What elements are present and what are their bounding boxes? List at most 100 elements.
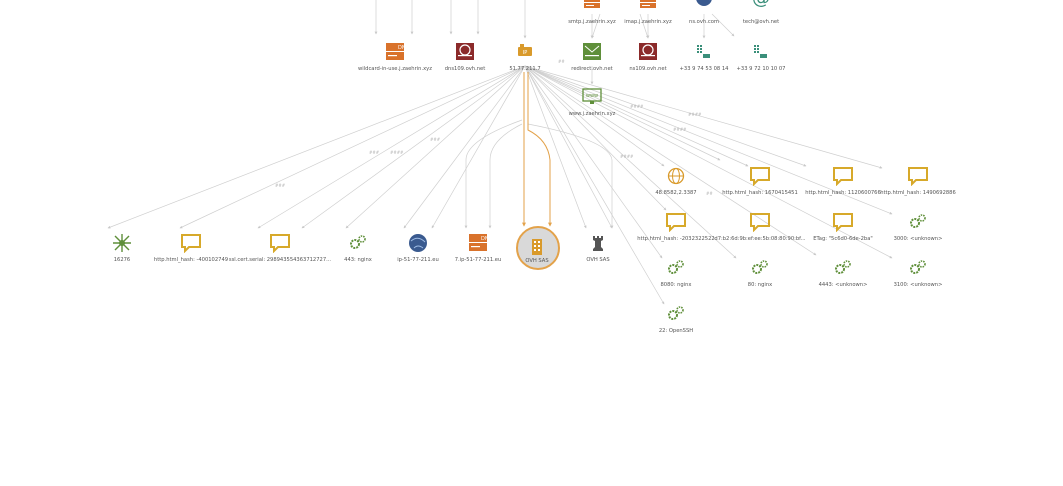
node-label: OVH SAS: [525, 258, 549, 264]
svg-text:www: www: [586, 93, 598, 99]
node-label: 4443: <unknown>: [818, 282, 868, 288]
svg-text:###: ###: [430, 137, 441, 142]
graph-edge: [257, 65, 526, 229]
globe-icon: [409, 234, 427, 252]
node-label: imap.j.zaehrin.xyz: [624, 19, 672, 25]
service-gears-icon: [752, 260, 768, 274]
chess-rook-icon: [593, 236, 603, 251]
comment-icon: [750, 213, 770, 232]
phone-icon: [697, 45, 710, 58]
node-label: 51.77.211.7: [509, 66, 541, 72]
graph-edge: [711, 13, 735, 37]
dns-server-icon: DNS: [386, 43, 405, 60]
highlight-edge: [527, 72, 552, 227]
ip-address-icon: IP: [518, 44, 532, 56]
graph-edge: [524, 65, 721, 161]
node-label: www.j.zaehrin.xyz: [568, 111, 616, 117]
svg-text:DNS: DNS: [481, 236, 488, 242]
graph-edge: [524, 65, 893, 259]
graph-edge: [524, 65, 663, 259]
svg-text:####: ####: [673, 127, 687, 132]
graph-edge: [591, 13, 601, 39]
node-label: smtp.j.zaehrin.xyz: [568, 19, 616, 25]
svg-text:##: ##: [558, 59, 565, 64]
service-gears-icon: [910, 214, 926, 228]
svg-text:####: ####: [630, 104, 644, 109]
service-gears-icon: [668, 306, 684, 320]
graph-edge: [488, 123, 523, 229]
node-label: http.html_hash: -2032322522: [637, 236, 715, 242]
comment-icon: [908, 167, 928, 186]
node-label: 3100: <unknown>: [893, 282, 943, 288]
dns-server-icon: DNS: [469, 234, 488, 251]
node-label: ip-51-77-211.eu: [397, 257, 439, 263]
node-label: 7.ip-51-77-211.eu: [454, 257, 502, 263]
comment-icon: [270, 234, 290, 253]
node-label: ssl.cert.serial: 298943554363712727...: [228, 257, 332, 263]
mx-server-icon: [456, 43, 474, 60]
graph-edge: [527, 123, 614, 229]
graph-edge: [524, 65, 893, 215]
comment-icon: [833, 167, 853, 186]
graph-edge: [524, 65, 883, 169]
location-globe-icon: [667, 167, 685, 185]
node-label: OVH SAS: [586, 257, 610, 263]
service-gears-icon: [835, 260, 851, 274]
node-label: http.html_hash: -400102749: [153, 257, 229, 263]
email-icon: @: [752, 0, 770, 9]
node-label: 3000: <unknown>: [893, 236, 943, 242]
node-label: 8080: nginx: [660, 282, 692, 288]
graph-edge: [464, 119, 523, 229]
node-label: http.html_hash: 1670415451: [722, 190, 798, 196]
node-label: ns.ovh.com: [689, 19, 719, 25]
comment-icon: [666, 213, 686, 232]
comment-icon: [181, 234, 201, 253]
graph-edge: [524, 65, 587, 229]
graph-edge: [524, 65, 807, 167]
node-label: http.html_hash: 1120600766: [805, 190, 881, 196]
website-icon: www: [582, 88, 602, 104]
graph-edge: [524, 65, 665, 167]
node-label: 443: nginx: [344, 257, 372, 263]
graph-edge: [107, 65, 526, 229]
node-label: 16276: [113, 257, 131, 263]
node-label: 80: nginx: [747, 282, 773, 288]
graph-edge: [524, 65, 749, 167]
service-gears-icon: [350, 235, 366, 249]
svg-text:####: ####: [390, 150, 404, 155]
mx-server-icon: [639, 43, 657, 60]
globe-icon: [696, 0, 712, 6]
svg-text:IP: IP: [523, 50, 528, 56]
graph-edge: [301, 65, 526, 229]
phone-icon: [754, 45, 767, 58]
organization-building-icon: [532, 239, 542, 255]
svg-text:####: ####: [688, 112, 702, 117]
node-label: http.html_hash: 1490692886: [880, 190, 956, 196]
svg-text:####: ####: [620, 154, 634, 159]
graph-edge: [345, 65, 526, 229]
network-hub-icon: [113, 234, 131, 252]
graph-edge: [524, 65, 667, 211]
svg-text:DNS: DNS: [398, 45, 405, 51]
dns-server-icon: [640, 0, 656, 8]
node-label: +33 9 72 10 10 07: [736, 66, 786, 72]
service-gears-icon: [668, 260, 684, 274]
node-label: 22: OpenSSH: [658, 328, 694, 334]
comment-icon: [833, 213, 853, 232]
comment-icon: [750, 167, 770, 186]
node-label: +33 9 74 53 08 14: [679, 66, 729, 72]
node-label: 48.8582,2.3387: [655, 190, 697, 196]
svg-text:###: ###: [369, 150, 380, 155]
node-label: ns109.ovh.net: [629, 66, 667, 72]
mail-server-icon: [583, 43, 601, 60]
graph-edge: [524, 65, 665, 305]
dns-server-icon: [584, 0, 600, 8]
graph-edge: [524, 65, 737, 259]
graph-edge: [179, 65, 526, 229]
node-label: wildcard-in-use.j.zaehrin.xyz: [358, 66, 432, 72]
graph-edge: [431, 65, 526, 229]
graph-edge: [403, 65, 526, 229]
node-label: dns109.ovh.net: [444, 66, 486, 72]
node-label: d7:b2:6d:9b:ef:ee:5b:08:80:90:bf...: [714, 236, 806, 242]
node-label: tech@ovh.net: [742, 19, 780, 25]
